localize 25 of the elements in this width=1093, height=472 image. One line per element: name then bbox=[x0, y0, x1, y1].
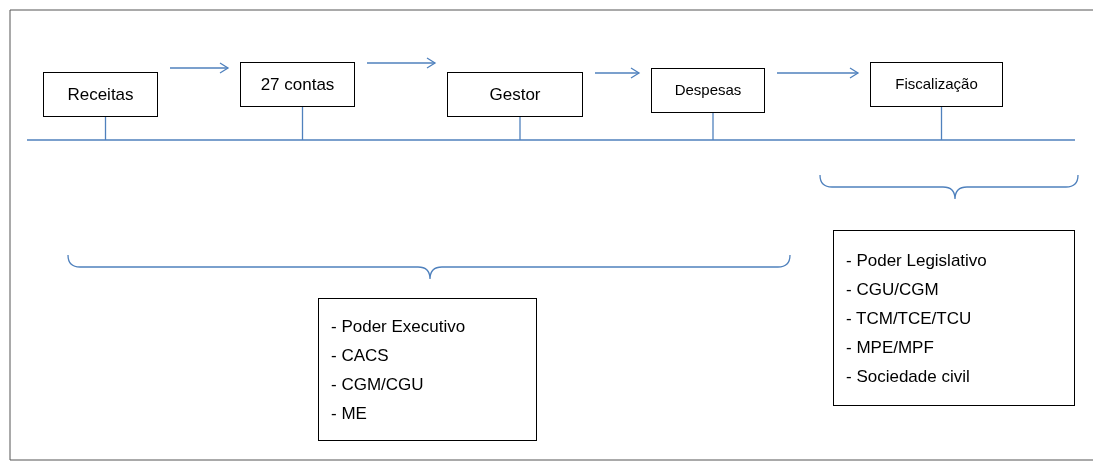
box-label: Gestor bbox=[489, 84, 541, 106]
arrow bbox=[776, 67, 859, 79]
arrow bbox=[169, 62, 229, 74]
process-box bbox=[240, 62, 355, 107]
list-item: - MPE/MPF bbox=[846, 336, 935, 359]
process-box bbox=[447, 72, 583, 117]
box-label: 27 contas bbox=[260, 74, 335, 96]
list-item: - CGU/CGM bbox=[846, 278, 940, 301]
process-box bbox=[870, 62, 1003, 107]
list-item: - ME bbox=[331, 402, 368, 425]
list-item: - Poder Executivo bbox=[331, 315, 467, 338]
box-label: Receitas bbox=[67, 84, 134, 106]
list-item: - Sociedade civil bbox=[846, 365, 971, 388]
process-box bbox=[651, 68, 765, 113]
arrow bbox=[366, 57, 436, 69]
list-item: - Poder Legislativo bbox=[846, 249, 988, 272]
list-item: - TCM/TCE/TCU bbox=[846, 307, 973, 330]
list-item: - CGM/CGU bbox=[331, 373, 425, 396]
list-box bbox=[318, 298, 537, 441]
arrow bbox=[594, 67, 640, 79]
process-box bbox=[43, 72, 158, 117]
box-label: Despesas bbox=[674, 80, 742, 101]
list-box bbox=[833, 230, 1075, 406]
list-item: - CACS bbox=[331, 344, 390, 367]
box-label: Fiscalização bbox=[895, 74, 978, 95]
